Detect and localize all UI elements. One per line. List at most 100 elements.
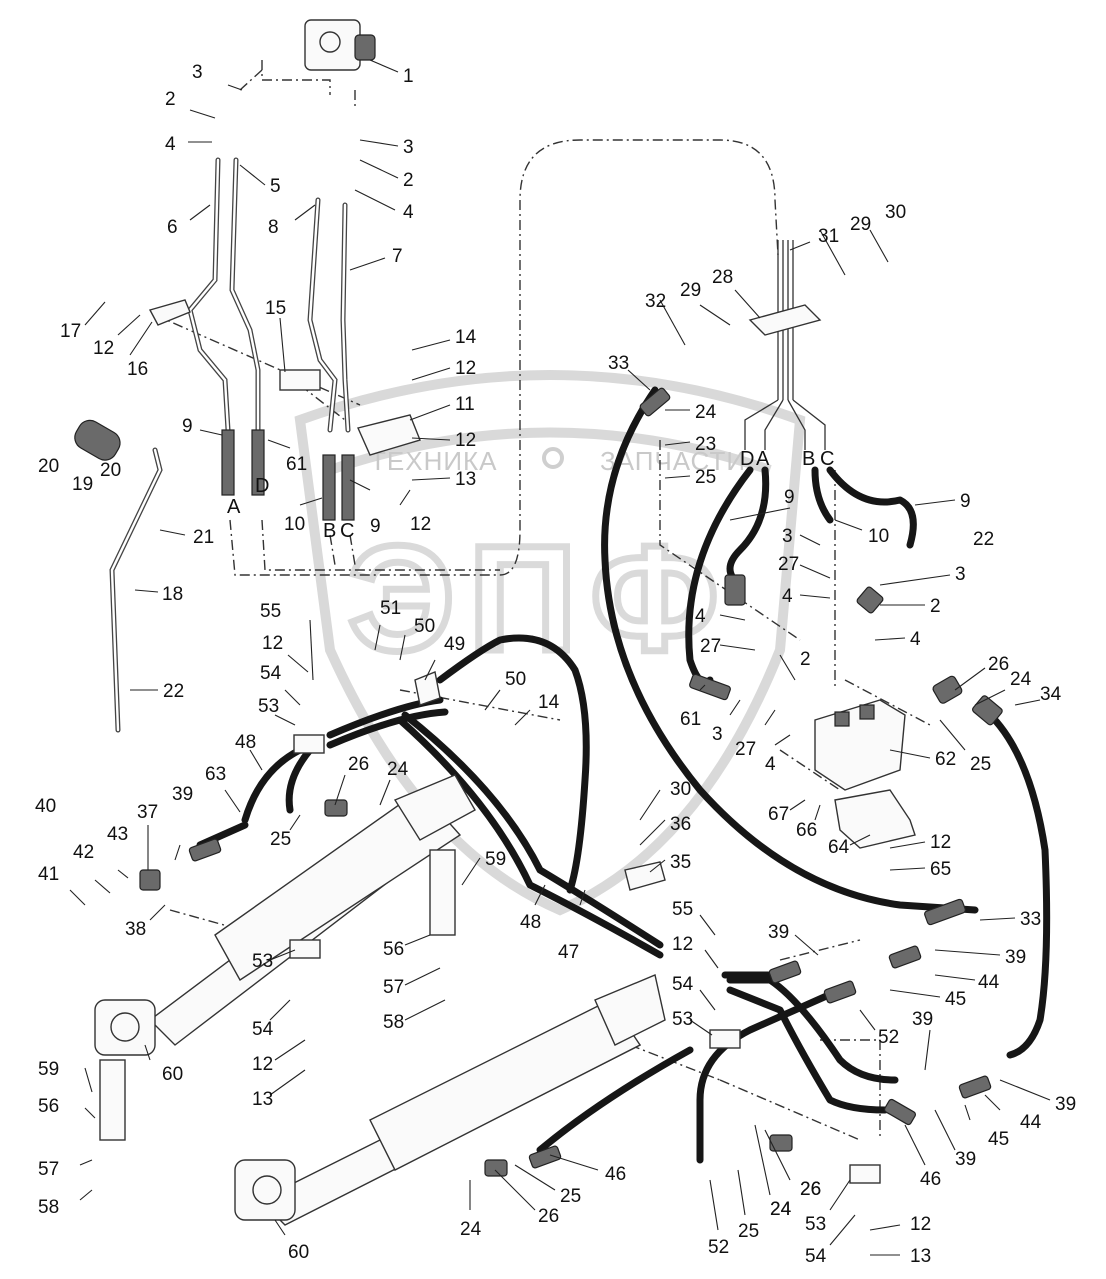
callout: 56 (38, 1096, 59, 1117)
callout: 46 (920, 1169, 941, 1190)
callout: 3 (955, 564, 966, 585)
callout: 12 (455, 430, 476, 451)
callout: 52 (708, 1237, 729, 1258)
callout: 49 (444, 634, 465, 655)
hoses (196, 386, 1051, 1164)
callout: 14 (455, 327, 477, 348)
callout: 20 (100, 460, 121, 481)
hose-33 (601, 386, 979, 914)
callout: 56 (383, 939, 404, 960)
hose-46-left (536, 1046, 694, 1154)
callout: 27 (778, 554, 799, 575)
callout: 58 (38, 1197, 59, 1218)
callout: 30 (885, 202, 906, 223)
callout: 61 (286, 454, 307, 475)
callout: 12 (930, 832, 951, 853)
hose-9-right (826, 466, 917, 549)
plate-64 (834, 789, 916, 849)
clamp-53-mid (289, 939, 321, 959)
callouts: 1 3 2 4 5 6 3 2 4 8 7 17 12 16 15 14 12 … (35, 62, 1076, 1267)
hose-to-39 (726, 976, 899, 1084)
callout: 39 (172, 784, 193, 805)
callout: 65 (930, 859, 951, 880)
bracket-11 (357, 414, 421, 456)
callout: 2 (165, 89, 176, 110)
port-label-b: B (323, 520, 336, 542)
hose-63-a (241, 746, 304, 824)
callout: 45 (988, 1129, 1009, 1150)
callout: 24 (695, 402, 717, 423)
bracket-16 (148, 299, 191, 326)
parts (74, 19, 1003, 1226)
callout: 32 (645, 291, 666, 312)
callout: 53 (805, 1214, 826, 1235)
callout: 50 (414, 616, 435, 637)
watermark-gear-icon (542, 447, 564, 469)
callout: 12 (410, 514, 431, 535)
callout: 3 (712, 724, 723, 745)
callout: 54 (260, 663, 282, 684)
callout: 39 (912, 1009, 933, 1030)
callout: 25 (695, 467, 716, 488)
callout: 13 (252, 1089, 273, 1110)
callout: 13 (910, 1246, 931, 1267)
callout: 64 (828, 837, 850, 858)
callout: 63 (205, 764, 226, 785)
callout: 60 (162, 1064, 183, 1085)
callout: 54 (252, 1019, 274, 1040)
callout: 26 (800, 1179, 821, 1200)
callout: 55 (672, 899, 693, 920)
callout: 50 (505, 669, 526, 690)
callout: 44 (1020, 1112, 1042, 1133)
callout: 40 (35, 796, 56, 817)
callout: 3 (403, 137, 414, 158)
callout: 12 (672, 934, 693, 955)
callout: 9 (182, 416, 193, 437)
hose-34 (981, 706, 1051, 1059)
port-label-d-right: D (740, 448, 754, 470)
callout: 27 (735, 739, 756, 760)
callout: 57 (383, 977, 404, 998)
callout: 53 (252, 951, 273, 972)
callout: 4 (910, 629, 921, 650)
callout: 19 (72, 474, 93, 495)
callout: 66 (796, 820, 817, 841)
callout: 10 (868, 526, 889, 547)
hose-stubs (221, 429, 355, 521)
callout: 7 (392, 246, 403, 267)
clamp-53-lower (849, 1164, 881, 1184)
callout: 12 (910, 1214, 931, 1235)
callout: 58 (383, 1012, 404, 1033)
callout: 26 (348, 754, 369, 775)
callout: 8 (268, 217, 279, 238)
hose-52-lower (696, 986, 844, 1164)
watermark-left-text: ТЕХНИКА (370, 446, 498, 476)
callout: 26 (988, 654, 1009, 675)
callout: 12 (262, 633, 283, 654)
callout: 67 (768, 804, 789, 825)
callout: 54 (805, 1246, 827, 1267)
port-labels: A D B C D A B C (227, 448, 834, 542)
callout: 39 (768, 922, 789, 943)
callout: 12 (93, 338, 114, 359)
callout: 54 (672, 974, 694, 995)
block-15 (279, 369, 321, 391)
callout: 30 (670, 779, 691, 800)
callout: 17 (60, 321, 81, 342)
hose-46-right (726, 986, 889, 1114)
callout: 39 (1055, 1094, 1076, 1115)
callout: 12 (455, 358, 476, 379)
callout: 10 (284, 514, 305, 535)
callout: 25 (970, 754, 991, 775)
callout: 29 (850, 214, 871, 235)
callout: 48 (235, 732, 256, 753)
callout: 42 (73, 842, 94, 863)
leader-lines (69, 59, 1051, 1256)
callout: 33 (608, 353, 629, 374)
callout: 1 (403, 66, 414, 87)
callout: 4 (765, 754, 776, 775)
clamp-49 (414, 671, 441, 706)
callout: 53 (258, 696, 279, 717)
clamp-53-upper (293, 734, 325, 754)
callout: 12 (252, 1054, 273, 1075)
